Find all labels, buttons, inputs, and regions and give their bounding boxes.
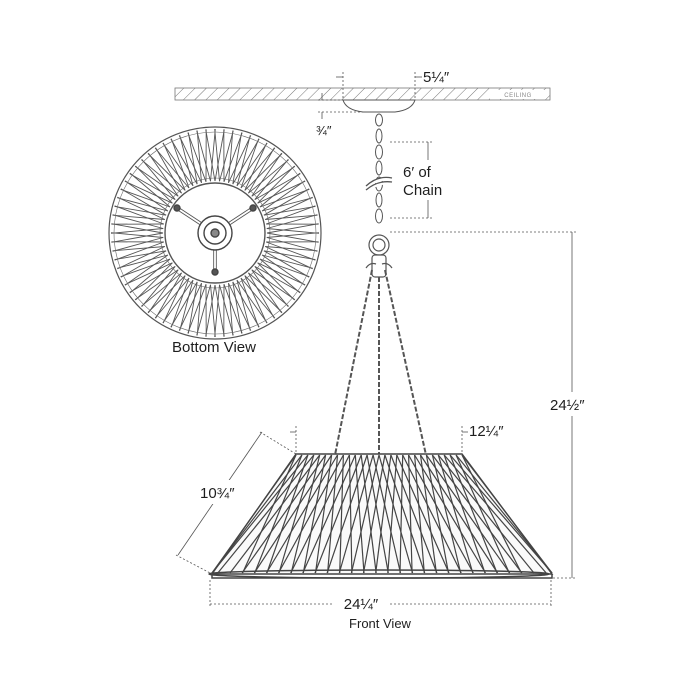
canopy [342,99,416,113]
front-view-caption: Front View [349,616,412,631]
canopy-depth-label: ¾″ [316,123,332,138]
bottom-view-caption: Bottom View [172,339,256,356]
ceiling-band: CEILING [174,87,551,101]
shade-bottom-width-label: 24¼″ [344,596,379,613]
bottom-view [108,126,322,340]
canopy-width-dimension: 5¼″ [336,69,450,98]
canopy-depth-dimension: ¾″ [316,93,363,138]
hub [365,234,393,278]
overall-height-dimension: 24½″ [390,231,603,579]
shade [208,453,554,579]
shade-top-width-label: 12¼″ [469,423,504,440]
shade-bottom-width-dimension: 24¼″ [209,580,552,613]
shade-top-width-dimension: 12¼″ [290,423,504,452]
bottom-view-hub [173,204,257,276]
support-chains [334,269,427,456]
overall-height-label: 24½″ [550,397,585,414]
shade-slant-label: 10¾″ [200,485,235,502]
canopy-width-label: 5¼″ [423,69,450,86]
chain-length-dimension: 6′ of Chain [390,141,454,219]
ceiling-label: CEILING [504,93,532,99]
chain-length-label-line1: 6′ of [403,164,432,181]
chain [365,113,393,224]
chain-length-label-line2: Chain [403,182,442,199]
shade-slant-dimension: 10¾″ [175,431,297,575]
